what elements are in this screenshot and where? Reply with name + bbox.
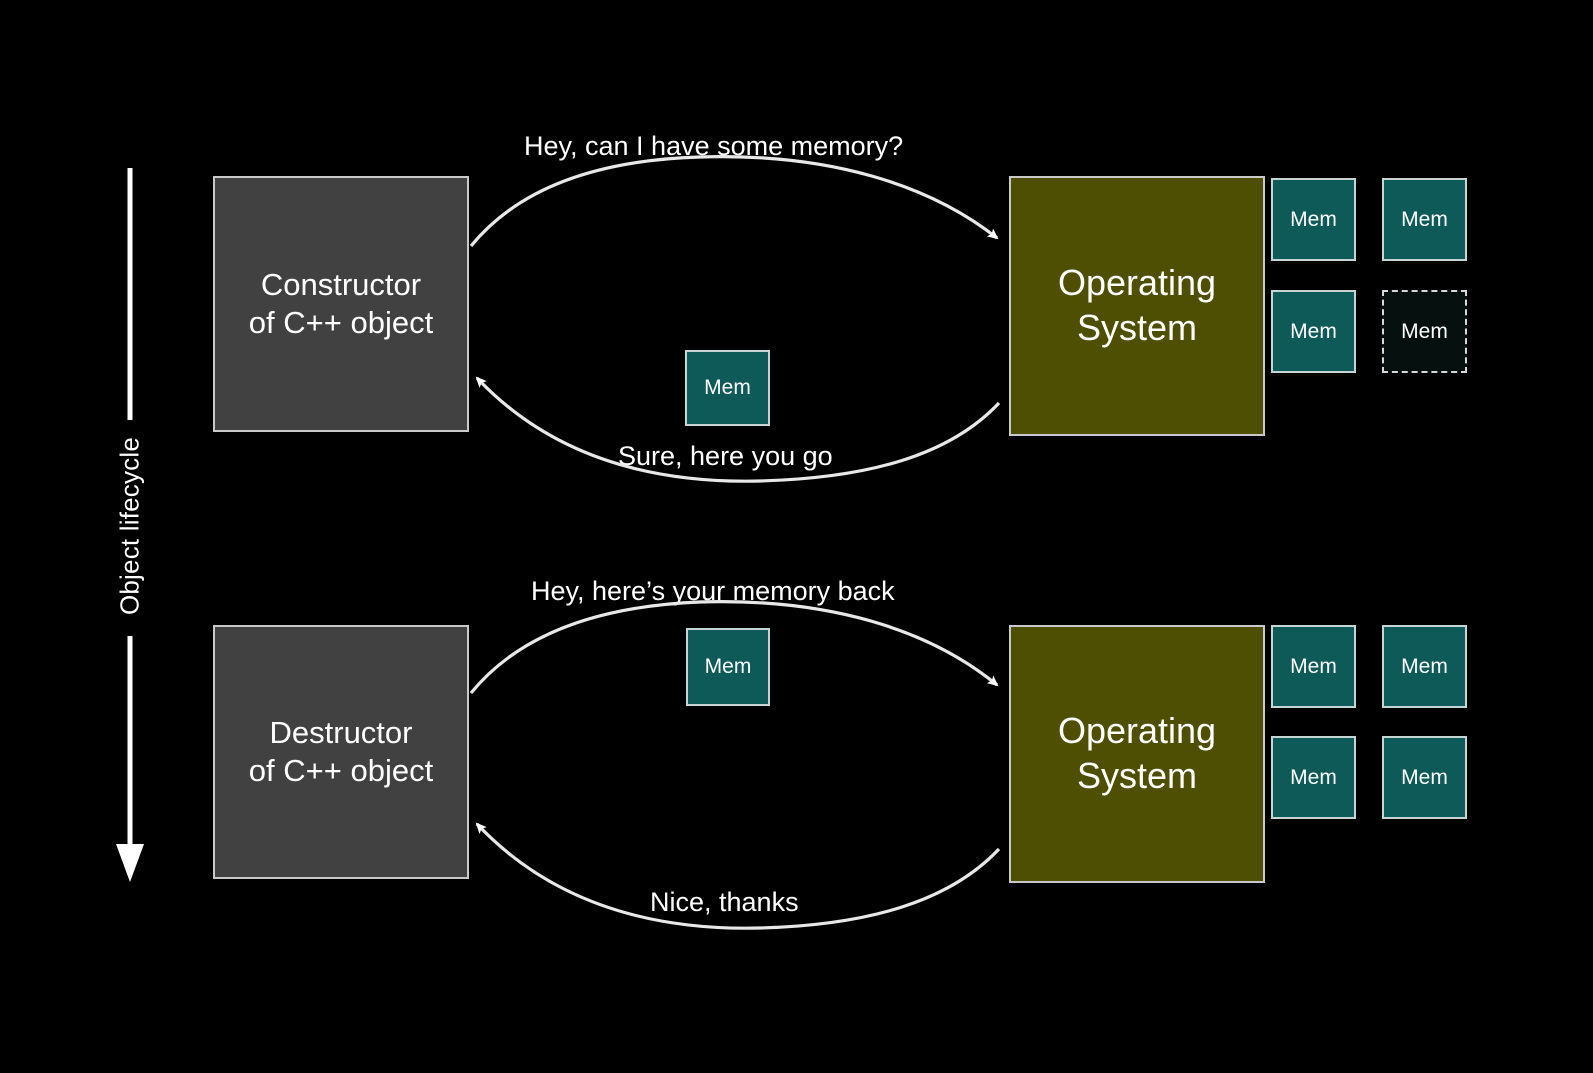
- object-lifecycle-label: Object lifecycle: [114, 436, 145, 616]
- return-memory-label: Hey, here’s your memory back: [531, 576, 895, 606]
- arrow-request-memory: [469, 155, 999, 248]
- request-memory-label: Hey, can I have some memory?: [524, 131, 904, 161]
- memory-pool-chip-2: Mem: [1382, 178, 1467, 261]
- thanks-label: Nice, thanks: [650, 887, 799, 917]
- memory-pool-chip-3: Mem: [1271, 290, 1356, 373]
- destructor-box[interactable]: Destructor of C++ object: [213, 625, 469, 879]
- grant-memory-label: Sure, here you go: [618, 441, 833, 471]
- lifecycle-arrow-icon: [116, 168, 144, 882]
- constructor-box[interactable]: Constructor of C++ object: [213, 176, 469, 432]
- memory-chip-in-transit-construction: Mem: [685, 350, 770, 426]
- operating-system-box-construction[interactable]: Operating System: [1009, 176, 1265, 436]
- memory-pool-chip-5: Mem: [1271, 625, 1356, 708]
- operating-system-box-destruction[interactable]: Operating System: [1009, 625, 1265, 883]
- memory-chip-in-transit-destruction: Mem: [686, 628, 770, 706]
- memory-pool-chip-8: Mem: [1382, 736, 1467, 819]
- memory-pool-chip-7: Mem: [1271, 736, 1356, 819]
- memory-pool-chip-1: Mem: [1271, 178, 1356, 261]
- object-lifecycle-axis: Object lifecycle: [108, 168, 152, 884]
- memory-pool-chip-6: Mem: [1382, 625, 1467, 708]
- memory-pool-chip-4-free: Mem: [1382, 290, 1467, 373]
